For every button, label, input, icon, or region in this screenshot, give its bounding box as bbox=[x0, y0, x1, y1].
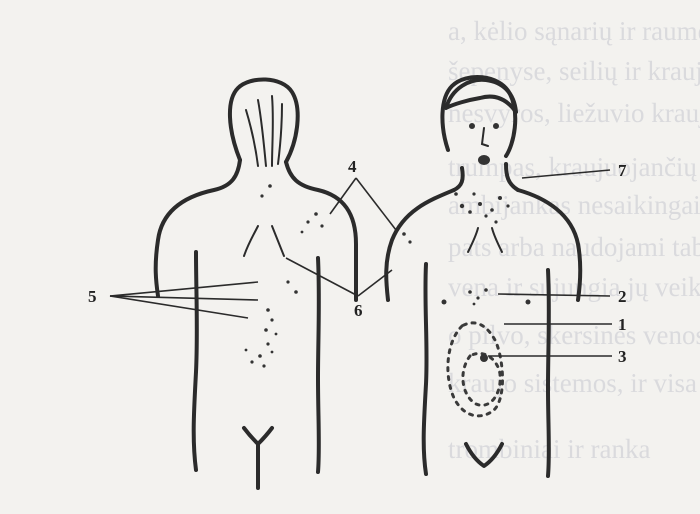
back-petechiae bbox=[245, 184, 324, 367]
bg-line-9: kraujo sistemos, ir visa tai bbox=[448, 368, 700, 398]
back-shoulder-blades bbox=[244, 226, 284, 256]
leader-6-left bbox=[286, 258, 358, 296]
label-2: 2 bbox=[618, 287, 627, 306]
label-3: 3 bbox=[618, 347, 627, 366]
label-5: 5 bbox=[88, 287, 97, 306]
back-view-figure bbox=[156, 79, 356, 488]
label-4: 4 bbox=[348, 157, 357, 176]
back-torso-sides bbox=[194, 252, 319, 472]
leader-5-upper bbox=[110, 282, 258, 296]
back-hair bbox=[246, 96, 282, 166]
back-buttocks bbox=[244, 428, 272, 488]
leader-4-right bbox=[356, 178, 396, 230]
bg-line-3: nesvyros, liežuvio kraujuojantys ir bbox=[448, 98, 700, 128]
bg-line-1: a, kėlio sąnarių ir raumenų skausm bbox=[448, 16, 700, 46]
background-text: a, kėlio sąnarių ir raumenų skausm šepen… bbox=[448, 16, 700, 464]
label-1: 1 bbox=[618, 315, 627, 334]
label-6: 6 bbox=[354, 301, 363, 320]
bg-line-7: vena ir sujungia jų veikimą bbox=[448, 272, 700, 302]
label-7: 7 bbox=[618, 161, 627, 180]
